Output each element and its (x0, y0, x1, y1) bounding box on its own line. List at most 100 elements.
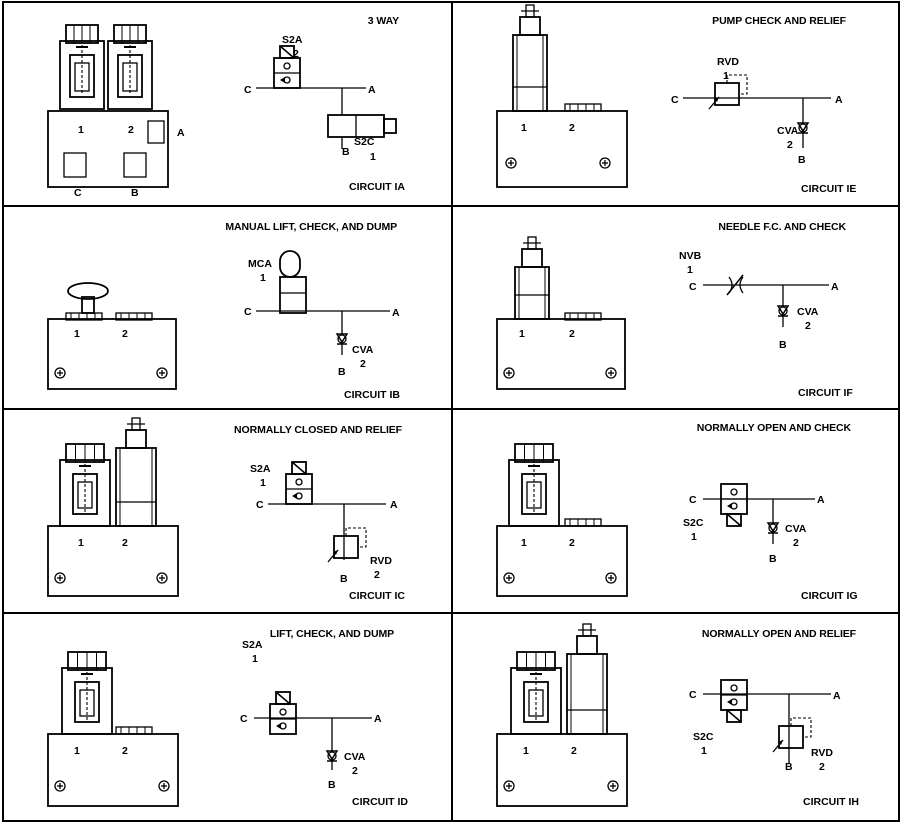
line-label-b: B (340, 573, 348, 585)
line-label-b: B (785, 761, 793, 773)
valve-label-cva: CVA (344, 751, 366, 763)
valve-label-s2c: S2C (683, 517, 704, 529)
line-label-a: A (392, 307, 400, 319)
circuit-id-label: CIRCUIT ID (352, 796, 408, 808)
valve-number-2: 2 (374, 569, 380, 581)
valve-label-rvd: RVD (811, 747, 833, 759)
valve-number: 1 (260, 477, 266, 489)
line-label-c: C (240, 713, 248, 725)
valve-label-nvb: NVB (679, 250, 702, 262)
circuit-id-label: CIRCUIT IC (349, 590, 405, 602)
port-label-2: 2 (122, 328, 128, 340)
port-label-2: 2 (122, 537, 128, 549)
valve-label-rvd: RVD (370, 555, 392, 567)
valve-number: 1 (723, 70, 729, 82)
port-label-1: 1 (74, 745, 80, 757)
circuit-title: NORMALLY OPEN AND RELIEF (701, 628, 856, 640)
valve-number-2: 2 (819, 761, 825, 773)
valve-number-2: 2 (360, 358, 366, 370)
line-label-b: B (798, 154, 806, 166)
line-label-c: C (256, 499, 264, 511)
valve-label-cva: CVA (777, 125, 799, 137)
circuit-title: NEEDLE F.C. AND CHECK (718, 221, 846, 233)
port-label-2: 2 (128, 124, 134, 136)
valve-number: 2 (293, 48, 299, 60)
valve-label-cva: CVA (352, 344, 374, 356)
valve-number-2: 2 (352, 765, 358, 777)
line-label-a: A (390, 499, 398, 511)
valve-number: 1 (252, 653, 258, 665)
valve-label-s2a: S2A (250, 463, 271, 475)
valve-label-mca: MCA (248, 258, 272, 270)
line-label-c: C (244, 306, 252, 318)
line-label-c: C (689, 494, 697, 506)
circuit-id-label: CIRCUIT IH (803, 796, 859, 808)
valve-number-2: 2 (787, 139, 793, 151)
circuit-title: NORMALLY CLOSED AND RELIEF (234, 424, 402, 436)
valve-label-s2c: S2C (693, 731, 714, 743)
line-label-a: A (368, 84, 376, 96)
port-label-a: A (177, 127, 185, 139)
line-label-c: C (689, 281, 697, 293)
line-label-b: B (769, 553, 777, 565)
line-label-a: A (833, 690, 841, 702)
line-label-a: A (374, 713, 382, 725)
circuit-title: PUMP CHECK AND RELIEF (712, 15, 846, 27)
valve-number-2: 2 (793, 537, 799, 549)
port-label-1: 1 (74, 328, 80, 340)
circuit-id-label: CIRCUIT IG (801, 590, 858, 602)
port-label-b: B (131, 187, 139, 199)
circuit-id-label: CIRCUIT IE (801, 183, 857, 195)
port-label-1: 1 (78, 124, 84, 136)
port-label-2: 2 (569, 537, 575, 549)
line-label-c: C (689, 689, 697, 701)
line-label-b: B (779, 339, 787, 351)
line-label-c: C (244, 84, 252, 96)
valve-label-cva: CVA (785, 523, 807, 535)
line-label-b: B (338, 366, 346, 378)
port-label-1: 1 (78, 537, 84, 549)
port-label-2: 2 (571, 745, 577, 757)
port-label-1: 1 (523, 745, 529, 757)
valve-label-s2c: S2C (354, 136, 375, 148)
valve-number-2: 1 (370, 151, 376, 163)
port-label-1: 1 (521, 122, 527, 134)
line-label-a: A (831, 281, 839, 293)
circuit-id-label: CIRCUIT IB (344, 389, 400, 401)
valve-number-2: 2 (805, 320, 811, 332)
valve-label-s2a: S2A (282, 34, 303, 46)
line-label-c: C (671, 94, 679, 106)
circuit-title: 3 WAY (367, 15, 399, 27)
valve-number: 1 (687, 264, 693, 276)
line-label-b: B (342, 146, 350, 158)
circuit-id-label: CIRCUIT IF (798, 387, 853, 399)
port-label-c: C (74, 187, 82, 199)
valve-number: 1 (691, 531, 697, 543)
circuit-title: NORMALLY OPEN AND CHECK (696, 422, 851, 434)
valve-label-s2a: S2A (242, 639, 263, 651)
circuit-title: MANUAL LIFT, CHECK, AND DUMP (225, 221, 397, 233)
port-label-1: 1 (521, 537, 527, 549)
valve-label-rvd: RVD (717, 56, 739, 68)
port-label-2: 2 (569, 328, 575, 340)
valve-number: 1 (260, 272, 266, 284)
circuit-title: LIFT, CHECK, AND DUMP (269, 628, 394, 640)
line-label-a: A (835, 94, 843, 106)
port-label-2: 2 (569, 122, 575, 134)
valve-label-cva: CVA (797, 306, 819, 318)
